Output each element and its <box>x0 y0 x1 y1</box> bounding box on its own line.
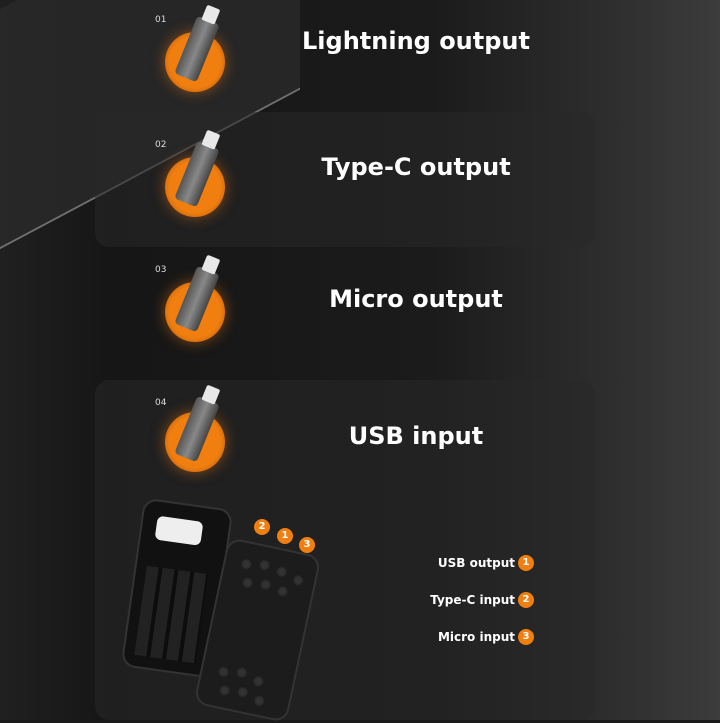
port-badge: 2 <box>254 519 270 535</box>
built-in-cables <box>134 565 209 664</box>
feature-label: Micro output <box>329 285 503 313</box>
legend-label: Micro input <box>437 630 515 644</box>
legend-badge: 1 <box>518 555 534 571</box>
feature-label: USB input <box>348 422 484 450</box>
legend-label: USB output <box>437 556 515 570</box>
feature-number: 01 <box>155 15 167 25</box>
feature-label: Lightning output <box>302 27 530 55</box>
legend-label: Type-C input <box>430 593 515 607</box>
port-badge: 3 <box>299 537 315 553</box>
micro-usb-connector-icon <box>165 265 225 342</box>
type-c-connector-icon <box>165 140 225 217</box>
feature-number: 04 <box>155 398 167 408</box>
lightning-connector-icon <box>165 15 225 92</box>
display-window <box>154 515 204 546</box>
feature-label: Type-C output <box>321 153 511 181</box>
feature-number: 03 <box>155 265 167 275</box>
legend-badge: 3 <box>518 629 534 645</box>
usb-connector-icon <box>165 395 225 472</box>
port-badge: 1 <box>277 528 293 544</box>
feature-number: 02 <box>155 140 167 150</box>
legend-badge: 2 <box>518 592 534 608</box>
